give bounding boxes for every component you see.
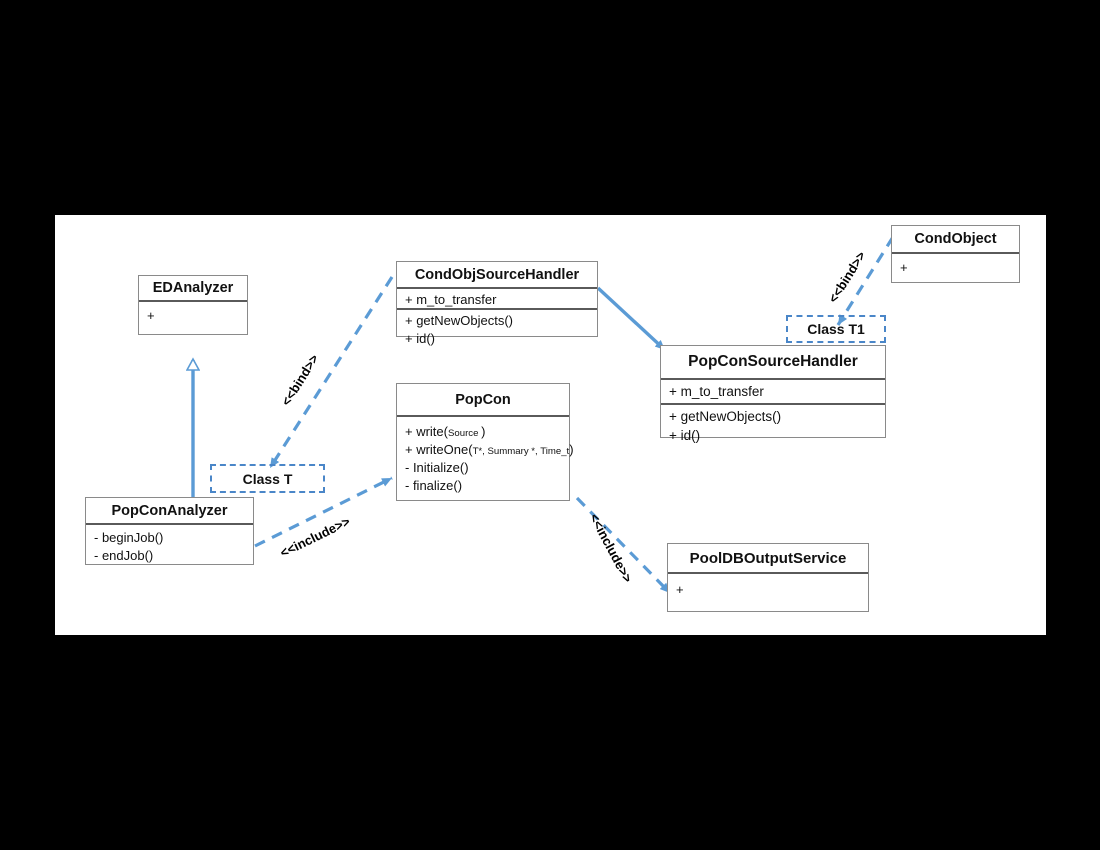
connector-association: [596, 286, 667, 352]
connector-include-right: [575, 496, 672, 595]
class-operation: - Initialize(): [405, 459, 562, 477]
connector-bind-right: [836, 236, 895, 326]
template-parameter-class-t[interactable]: Class T: [210, 464, 325, 493]
class-pooldboutputservice[interactable]: PoolDBOutputService +: [667, 543, 869, 612]
class-condobjsourcehandler-attributes: + m_to_transfer: [397, 289, 597, 310]
operation-param: Source: [447, 428, 482, 439]
class-edanalyzer-title: EDAnalyzer: [139, 276, 247, 302]
diagram-canvas: EDAnalyzer + PopConAnalyzer - beginJob()…: [55, 215, 1046, 635]
class-member: - endJob(): [94, 547, 154, 563]
class-popconsourcehandler[interactable]: PopConSourceHandler + m_to_transfer + ge…: [660, 345, 886, 443]
operation-suffix: ): [569, 441, 574, 457]
class-edanalyzer[interactable]: EDAnalyzer +: [138, 275, 248, 335]
class-popconsourcehandler-operations: + getNewObjects() + id(): [661, 405, 885, 443]
class-popconanalyzer[interactable]: PopConAnalyzer - beginJob() - endJob(): [85, 497, 254, 565]
class-operation: + getNewObjects(): [405, 313, 514, 328]
class-edanalyzer-members: +: [139, 302, 247, 334]
operation-prefix: - Initialize(): [405, 459, 469, 475]
operation-prefix: - finalize(): [405, 477, 463, 493]
class-member: +: [900, 260, 908, 275]
connector-layer: [55, 236, 895, 595]
template-parameter-class-t1[interactable]: Class T1: [786, 315, 886, 343]
class-operation: + id(): [669, 427, 701, 443]
operation-prefix: + write(: [405, 424, 448, 439]
class-member: +: [676, 582, 684, 597]
class-operation: + id(): [405, 330, 435, 346]
connector-include-left: [254, 476, 393, 548]
class-condobject-title: CondObject: [892, 226, 1019, 254]
operation-param: T*, Summary *, Time_t: [472, 445, 570, 457]
operation-prefix: + writeOne(: [405, 441, 473, 457]
class-operation: - finalize(): [405, 477, 562, 495]
class-operation: + write(Source ): [405, 423, 562, 441]
class-condobjsourcehandler-title: CondObjSourceHandler: [397, 262, 597, 289]
class-operation: + getNewObjects(): [669, 409, 782, 424]
class-popcon[interactable]: PopCon + write(Source ) + writeOne(T*, S…: [396, 383, 574, 502]
class-condobjsourcehandler-operations: + getNewObjects() + id(): [397, 310, 597, 346]
class-popcon-operations: + write(Source ) + writeOne(T*, Summary …: [397, 417, 574, 502]
class-pooldboutputservice-title: PoolDBOutputService: [668, 544, 868, 574]
class-condobjsourcehandler[interactable]: CondObjSourceHandler + m_to_transfer + g…: [396, 261, 598, 346]
class-popconsourcehandler-title: PopConSourceHandler: [661, 346, 885, 380]
connector-bind-left: [268, 276, 394, 469]
class-member: +: [147, 308, 155, 323]
class-pooldboutputservice-members: +: [668, 574, 868, 611]
class-member: - beginJob(): [94, 530, 164, 545]
class-attribute: + m_to_transfer: [669, 384, 764, 399]
class-condobject-members: +: [892, 254, 1019, 282]
class-condobject[interactable]: CondObject +: [891, 225, 1020, 283]
class-popcon-title: PopCon: [397, 384, 569, 417]
class-popconanalyzer-members: - beginJob() - endJob(): [86, 525, 253, 564]
class-popconanalyzer-title: PopConAnalyzer: [86, 498, 253, 525]
operation-suffix: ): [481, 424, 486, 439]
class-operation: + writeOne(T*, Summary *, Time_t): [405, 441, 574, 459]
class-popconsourcehandler-attributes: + m_to_transfer: [661, 380, 885, 405]
class-attribute: + m_to_transfer: [405, 292, 497, 307]
